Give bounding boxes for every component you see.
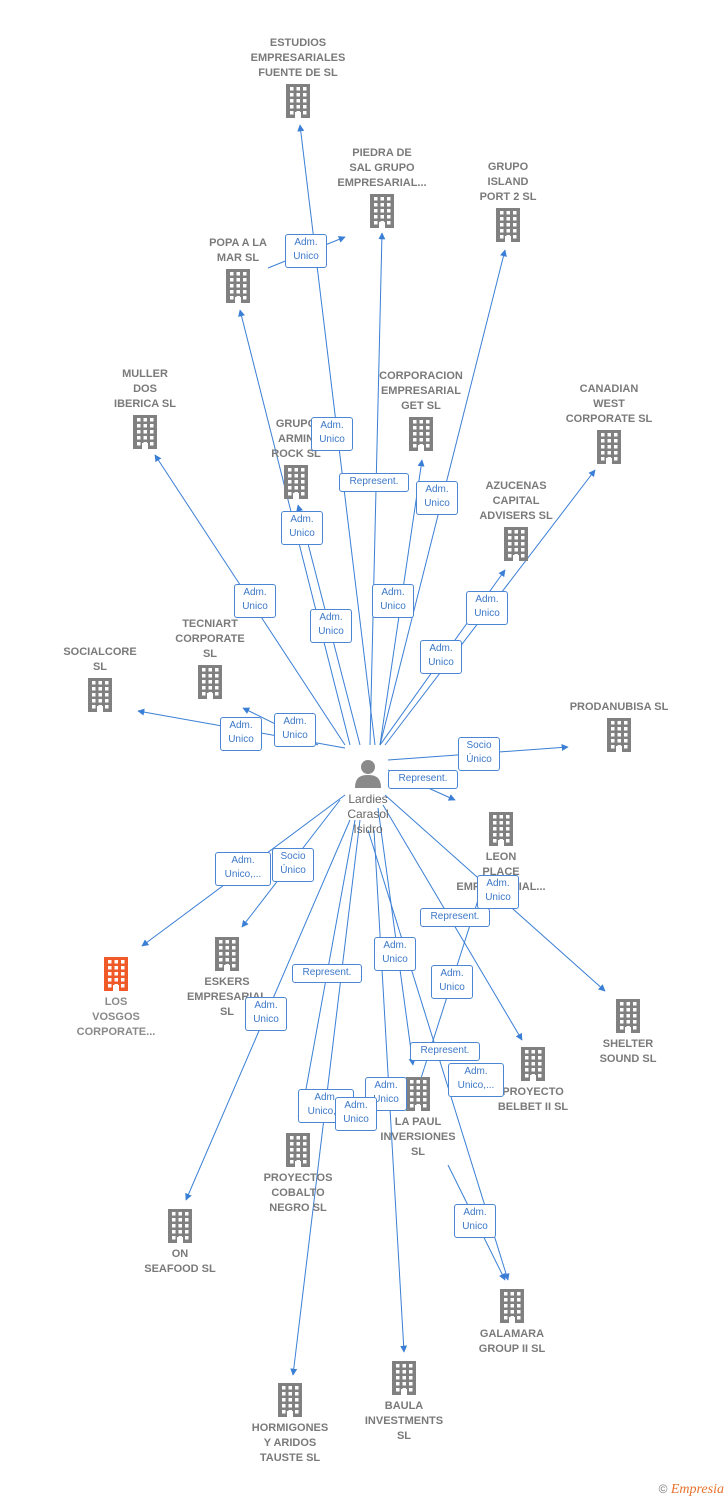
company-name: CORPORACION EMPRESARIAL GET SL bbox=[379, 370, 463, 412]
company-node-estudios[interactable]: ESTUDIOS EMPRESARIALES FUENTE DE SL bbox=[238, 36, 358, 121]
company-node-azucenas[interactable]: AZUCENAS CAPITAL ADVISERS SL bbox=[456, 479, 576, 564]
building-icon bbox=[594, 430, 624, 464]
relation-label[interactable]: Adm. Unico bbox=[310, 609, 352, 643]
relation-label[interactable]: Socio Único bbox=[458, 737, 500, 771]
company-name: ON SEAFOOD SL bbox=[144, 1248, 216, 1275]
company-node-baula[interactable]: BAULA INVESTMENTS SL bbox=[344, 1361, 464, 1444]
company-node-corporacion[interactable]: CORPORACION EMPRESARIAL GET SL bbox=[361, 369, 481, 454]
company-name: GRUPO ISLAND PORT 2 SL bbox=[479, 161, 537, 203]
relation-label[interactable]: Adm. Unico bbox=[274, 713, 316, 747]
relation-label[interactable]: Adm. Unico,... bbox=[215, 852, 271, 886]
relation-label[interactable]: Adm. Unico bbox=[420, 640, 462, 674]
company-name: PROYECTOS COBALTO NEGRO SL bbox=[263, 1172, 333, 1214]
relation-label[interactable]: Represent. bbox=[339, 473, 409, 492]
copyright-icon: © bbox=[658, 1482, 668, 1496]
company-name: TECNIART CORPORATE SL bbox=[175, 618, 245, 660]
building-icon bbox=[85, 678, 115, 712]
building-icon bbox=[212, 937, 242, 971]
relation-label[interactable]: Adm. Unico bbox=[372, 584, 414, 618]
footer-credit: © Empresia bbox=[659, 1482, 724, 1498]
building-icon bbox=[275, 1383, 305, 1417]
building-icon bbox=[283, 84, 313, 118]
company-node-canadian[interactable]: CANADIAN WEST CORPORATE SL bbox=[549, 382, 669, 467]
company-name: GRUPO ARMIN ROCK SL bbox=[271, 418, 321, 460]
company-node-galamara[interactable]: GALAMARA GROUP II SL bbox=[452, 1289, 572, 1357]
company-node-cobalto[interactable]: PROYECTOS COBALTO NEGRO SL bbox=[238, 1133, 358, 1216]
company-node-seafood[interactable]: ON SEAFOOD SL bbox=[120, 1209, 240, 1277]
relation-label[interactable]: Adm. Unico bbox=[466, 591, 508, 625]
person-name: Lardies Carasol Isidro bbox=[347, 792, 389, 836]
company-name: PRODANUBISA SL bbox=[569, 701, 669, 713]
relation-label[interactable]: Represent. bbox=[410, 1042, 480, 1061]
relation-label[interactable]: Represent. bbox=[292, 964, 362, 983]
center-person-node[interactable]: Lardies Carasol Isidro bbox=[308, 758, 428, 837]
company-name: POPA A LA MAR SL bbox=[209, 237, 267, 264]
company-node-grupo-armin[interactable]: GRUPO ARMIN ROCK SL bbox=[236, 417, 356, 502]
relation-edge bbox=[377, 807, 416, 1066]
brand-logo[interactable]: Empresia bbox=[670, 1482, 724, 1497]
company-name: PIEDRA DE SAL GRUPO EMPRESARIAL... bbox=[337, 147, 427, 189]
relation-label[interactable]: Adm. Unico bbox=[311, 417, 353, 451]
person-icon bbox=[355, 760, 381, 788]
relation-label[interactable]: Adm. Unico bbox=[416, 481, 458, 515]
company-name: AZUCENAS CAPITAL ADVISERS SL bbox=[479, 480, 553, 522]
relation-label[interactable]: Adm. Unico bbox=[281, 511, 323, 545]
company-node-island[interactable]: GRUPO ISLAND PORT 2 SL bbox=[448, 160, 568, 245]
relation-label[interactable]: Socio Único bbox=[272, 848, 314, 882]
company-node-tecniart[interactable]: TECNIART CORPORATE SL bbox=[150, 617, 270, 702]
company-name: SOCIALCORE SL bbox=[63, 646, 137, 673]
building-icon bbox=[223, 269, 253, 303]
building-icon bbox=[486, 812, 516, 846]
company-node-socialcore[interactable]: SOCIALCORE SL bbox=[40, 645, 160, 715]
building-icon bbox=[195, 665, 225, 699]
building-icon bbox=[406, 417, 436, 451]
building-icon bbox=[518, 1047, 548, 1081]
building-icon bbox=[281, 465, 311, 499]
company-node-prodanubisa[interactable]: PRODANUBISA SL bbox=[559, 700, 679, 755]
building-icon bbox=[283, 1133, 313, 1167]
building-icon bbox=[613, 999, 643, 1033]
relation-label[interactable]: Adm. Unico bbox=[374, 937, 416, 971]
relation-label[interactable]: Adm. Unico,... bbox=[448, 1063, 504, 1097]
building-icon bbox=[604, 718, 634, 752]
relation-label[interactable]: Adm. Unico bbox=[234, 584, 276, 618]
company-node-belbet[interactable]: PROYECTO BELBET II SL bbox=[473, 1047, 593, 1115]
relation-label[interactable]: Adm. Unico bbox=[477, 875, 519, 909]
company-name: SHELTER SOUND SL bbox=[599, 1038, 657, 1065]
company-name: MULLER DOS IBERICA SL bbox=[114, 368, 176, 410]
building-icon bbox=[367, 194, 397, 228]
company-name: ESTUDIOS EMPRESARIALES FUENTE DE SL bbox=[250, 37, 346, 79]
company-name: GALAMARA GROUP II SL bbox=[478, 1328, 546, 1355]
building-icon bbox=[101, 957, 131, 991]
company-node-hormigones[interactable]: HORMIGONES Y ARIDOS TAUSTE SL bbox=[230, 1383, 350, 1466]
relation-label[interactable]: Represent. bbox=[388, 770, 458, 789]
relation-label[interactable]: Adm. Unico bbox=[454, 1204, 496, 1238]
company-name: HORMIGONES Y ARIDOS TAUSTE SL bbox=[251, 1422, 329, 1464]
company-node-shelter[interactable]: SHELTER SOUND SL bbox=[568, 999, 688, 1067]
company-node-vosgos[interactable]: LOS VOSGOS CORPORATE... bbox=[56, 957, 176, 1040]
building-icon bbox=[389, 1361, 419, 1395]
company-node-lapaul[interactable]: LA PAUL INVERSIONES SL bbox=[358, 1077, 478, 1160]
building-icon bbox=[403, 1077, 433, 1111]
company-name: LA PAUL INVERSIONES SL bbox=[380, 1116, 456, 1158]
building-icon bbox=[165, 1209, 195, 1243]
building-icon bbox=[497, 1289, 527, 1323]
company-name: LOS VOSGOS CORPORATE... bbox=[76, 996, 156, 1038]
relation-label[interactable]: Adm. Unico bbox=[285, 234, 327, 268]
company-node-piedra[interactable]: PIEDRA DE SAL GRUPO EMPRESARIAL... bbox=[322, 146, 442, 231]
company-node-popa[interactable]: POPA A LA MAR SL bbox=[178, 236, 298, 306]
relation-label[interactable]: Adm. Unico bbox=[335, 1097, 377, 1131]
company-name: PROYECTO BELBET II SL bbox=[497, 1086, 569, 1113]
relation-label[interactable]: Represent. bbox=[420, 908, 490, 927]
company-node-muller[interactable]: MULLER DOS IBERICA SL bbox=[85, 367, 205, 452]
building-icon bbox=[493, 208, 523, 242]
company-name: CANADIAN WEST CORPORATE SL bbox=[565, 383, 653, 425]
relation-label[interactable]: Adm. Unico bbox=[220, 717, 262, 751]
company-name: BAULA INVESTMENTS SL bbox=[364, 1400, 444, 1442]
building-icon bbox=[501, 527, 531, 561]
building-icon bbox=[130, 415, 160, 449]
relation-label[interactable]: Adm. Unico bbox=[245, 997, 287, 1031]
relation-label[interactable]: Adm. Unico bbox=[431, 965, 473, 999]
